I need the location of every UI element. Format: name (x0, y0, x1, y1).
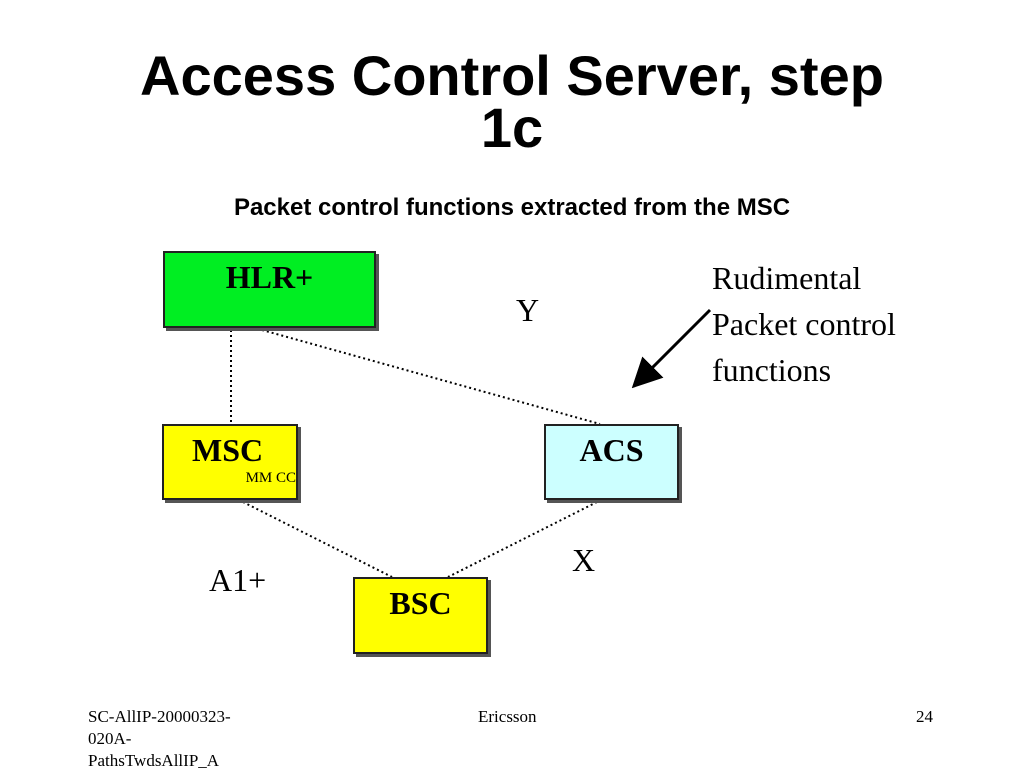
interface-x-label: X (572, 542, 596, 578)
footer-page-number: 24 (916, 707, 933, 726)
msc-box: MSC MM CC (162, 424, 298, 500)
interface-a1-label: A1+ (209, 562, 267, 598)
annotation-text: Rudimental Packet control functions (712, 255, 896, 393)
link-hlr-acs (261, 329, 601, 425)
footer-doc-id-line-2: 020A- (88, 729, 132, 748)
bsc-box: BSC (353, 577, 488, 654)
acs-box: ACS (544, 424, 679, 500)
footer-doc-id-line-3: PathsTwdsAllIP_A (88, 751, 220, 770)
annotation-arrow (631, 308, 712, 389)
slide-subtitle: Packet control functions extracted from … (233, 194, 791, 221)
acs-label: ACS (579, 432, 644, 468)
footer-doc-id: SC-AllIP-20000323- 020A- PathsTwdsAllIP_… (88, 706, 231, 772)
msc-label: MSC (192, 432, 264, 468)
interface-y-label: Y (516, 292, 540, 328)
msc-sublabel: MM CC (245, 470, 296, 486)
hlr-box: HLR+ (163, 251, 376, 328)
annotation-line-2: Packet control (712, 306, 896, 342)
annotation-line-3: functions (712, 352, 832, 388)
annotation-line-1: Rudimental (712, 260, 862, 296)
footer-doc-id-line-1: SC-AllIP-20000323- (88, 707, 231, 726)
title-line-2: 1c (480, 96, 544, 159)
hlr-label: HLR+ (225, 259, 314, 295)
title-line-1: Access Control Server, step (140, 44, 884, 107)
slide-title: Access Control Server, step 1c (0, 44, 1024, 159)
bsc-label: BSC (389, 585, 452, 621)
footer-company: Ericsson (478, 707, 537, 726)
